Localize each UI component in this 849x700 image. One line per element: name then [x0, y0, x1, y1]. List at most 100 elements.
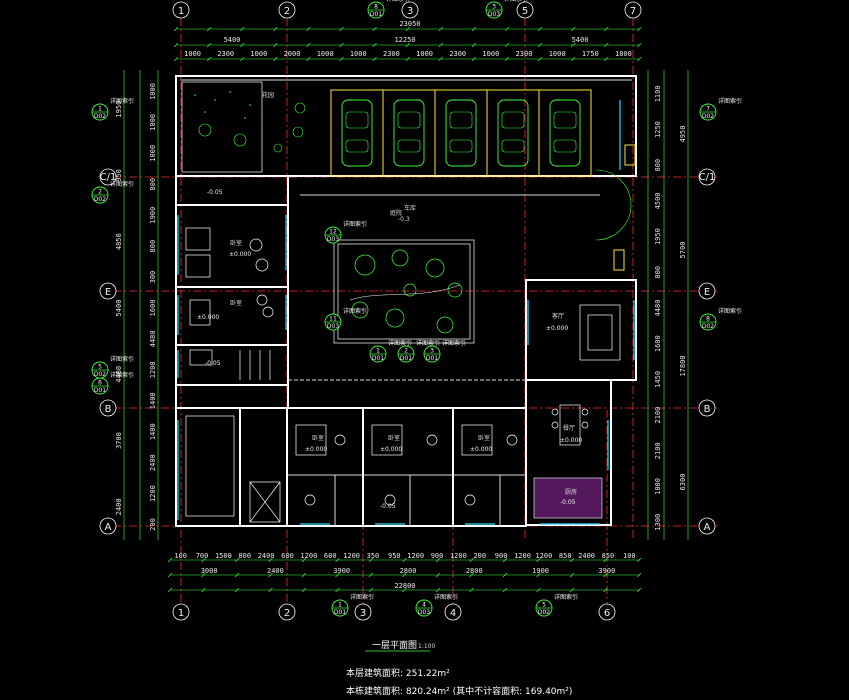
level-tag: ±0.000: [380, 446, 402, 453]
dimension-tick: [405, 26, 410, 32]
section-number: 5: [542, 602, 546, 609]
section-number: 2: [404, 348, 408, 355]
level-tag: ±0.000: [546, 325, 568, 332]
dimension-text: 1600: [654, 335, 662, 352]
dimension-tick: [273, 56, 278, 62]
dimension-text: 800: [654, 159, 662, 172]
dimension-text: 1200: [300, 552, 317, 560]
dimension-tick: [167, 572, 173, 578]
dimension-tick: [306, 56, 311, 62]
dimension-tick: [339, 26, 344, 32]
dimension-text: 2800: [466, 567, 483, 575]
dimension-tick: [502, 572, 508, 578]
grid-label: 6: [604, 608, 610, 619]
dimension-text: 1200: [514, 552, 531, 560]
grid-label: 2: [284, 608, 290, 619]
section-sheet: D03: [418, 609, 430, 616]
section-callout: 详图索引: [434, 593, 458, 601]
dimension-text: 1900: [149, 207, 157, 224]
dimension-tick: [637, 42, 642, 48]
dimension-text: 800: [149, 178, 157, 191]
dimension-tick: [569, 587, 575, 593]
dimension-text: 2400: [115, 498, 123, 515]
dimension-tick: [234, 557, 240, 563]
dimension-text: 2400: [578, 552, 595, 560]
section-callout: 详图索引: [110, 355, 134, 363]
level-tag: -0.3: [398, 216, 410, 223]
section-number: 6: [98, 380, 102, 387]
dimension-tick: [637, 26, 642, 32]
dimension-text: 1250: [654, 121, 662, 138]
dimension-tick: [637, 56, 642, 62]
dimension-tick: [402, 587, 407, 593]
dimension-text: 5400: [572, 36, 589, 44]
dimension-tick: [471, 42, 477, 48]
section-callout: 详图索引: [718, 97, 742, 105]
dimension-tick: [570, 42, 576, 48]
car-rear-window: [397, 139, 421, 153]
section-callout: 详图索引: [343, 220, 367, 228]
section-number: 5: [98, 364, 102, 371]
dimension-tick: [372, 26, 377, 32]
dimension-text: 2400: [267, 567, 284, 575]
room-label: 餐厅: [563, 424, 575, 432]
drawing-title: 一层平面图: [372, 640, 417, 651]
dimension-text: 1000: [149, 114, 157, 131]
dimension-text: 1000: [549, 50, 566, 58]
dimension-text: 600: [281, 552, 294, 560]
dimension-text: 4480: [115, 366, 123, 383]
section-sheet: D03: [488, 11, 500, 18]
dimension-tick: [301, 587, 307, 593]
dimension-tick: [402, 572, 407, 578]
dimension-tick: [471, 26, 477, 32]
dimension-text: 1000: [317, 50, 334, 58]
parking-bay: [538, 89, 592, 177]
dimension-tick: [636, 587, 642, 593]
dimension-text: 1950: [115, 101, 123, 118]
level-tag: ±0.000: [470, 446, 492, 453]
dimension-tick: [469, 557, 474, 563]
dimension-tick: [167, 587, 173, 593]
south-block-rooms: 卧室 卧室 卧室 ±0.000 ±0.000 ±0.000 -0.05: [185, 415, 518, 523]
dimension-text: 300: [149, 271, 157, 284]
car-icon: [445, 99, 477, 167]
section-number: 1: [376, 348, 380, 355]
grid-label: A: [704, 522, 711, 533]
dimension-text: 4480: [654, 300, 662, 317]
dimension-tick: [537, 26, 543, 32]
dimension-text: 1000: [482, 50, 499, 58]
dimension-text: 200: [473, 552, 486, 560]
dimension-tick: [636, 557, 642, 563]
dimension-tick: [306, 26, 311, 32]
dimension-tick: [405, 56, 410, 62]
dimension-tick: [405, 42, 410, 48]
section-number: 1: [338, 602, 342, 609]
dimension-tick: [306, 42, 311, 48]
section-sheet: D02: [94, 113, 106, 120]
level-tag: ±0.000: [229, 251, 251, 258]
dimension-text: 600: [324, 552, 337, 560]
room-label: 客厅: [552, 312, 564, 320]
dimension-tick: [173, 56, 179, 62]
section-sheet: D02: [94, 196, 106, 203]
dimension-text: 2300: [383, 50, 400, 58]
grid-bubbles-bottom: 1 2 3 4 6: [172, 603, 616, 621]
car-icon: [497, 99, 529, 167]
grid-label: 4: [450, 608, 456, 619]
dimension-text: 950: [115, 169, 123, 182]
section-callout: 详图索引: [110, 97, 134, 105]
west-wing-rooms: 卧室 卧室 ±0.000 ±0.000 -0.05 -0.05: [185, 189, 274, 380]
garden-area: 花园: [181, 81, 306, 173]
section-marker: 4 D03 详图索引: [415, 593, 458, 617]
car-icon: [393, 99, 425, 167]
section-marker: 8D01详图索引: [367, 0, 410, 19]
dimension-tick: [234, 572, 240, 578]
east-wing-rooms: 客厅 ±0.000 餐厅 ±0.000 厨房 -0.05: [533, 304, 621, 519]
